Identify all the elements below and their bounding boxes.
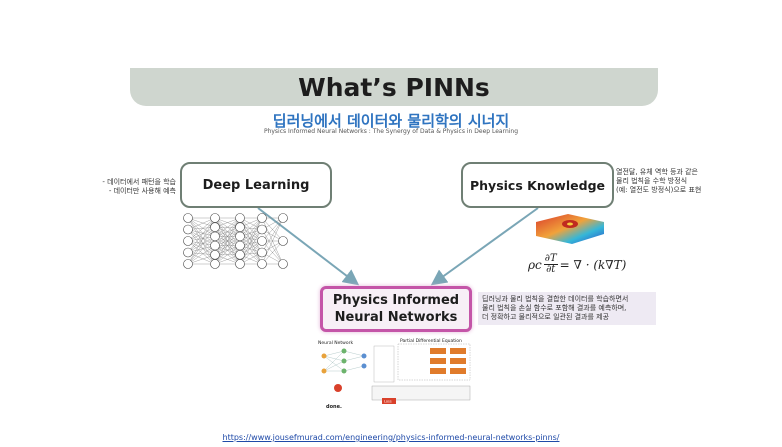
equation-coef: ρc [528, 257, 542, 272]
nn-node [210, 240, 220, 251]
nn-node [183, 213, 193, 223]
mini-nn-label: Neural Network [318, 340, 353, 346]
pinn-label-line1: Physics Informed [332, 293, 460, 308]
dl-note-line1: - 데이터에서 패턴을 학습 [102, 178, 176, 186]
page-title: What’s PINNs [298, 72, 490, 102]
nn-edge [239, 240, 263, 265]
nn-edge [261, 240, 284, 265]
mini-loss-label: Loss [384, 400, 392, 404]
nn-node [235, 222, 245, 232]
nn-edge [187, 229, 216, 265]
nn-node [235, 240, 245, 251]
nn-node [210, 250, 220, 260]
nn-edge [261, 217, 284, 242]
deep-learning-note: - 데이터에서 패턴을 학습 - 데이터만 사용해 예측 [94, 178, 176, 196]
pk-note-line2: 물리 법칙을 수학 방정식 [616, 177, 688, 185]
pinn-label-line2: Neural Networks [334, 310, 458, 325]
nn-edge [239, 227, 263, 253]
nn-node [183, 224, 193, 235]
nn-edge [261, 217, 284, 253]
nn-node [257, 259, 267, 269]
mini-nn-graph [323, 350, 365, 372]
mini-done-label: done. [326, 404, 342, 410]
nn-edge [214, 245, 241, 265]
physics-knowledge-label: Physics Knowledge [470, 177, 605, 193]
nn-node [210, 213, 220, 223]
deep-learning-label: Deep Learning [202, 177, 310, 193]
subtitle-english: Physics Informed Neural Networks : The S… [263, 128, 519, 135]
nn-edge [261, 217, 284, 265]
nn-node [257, 236, 267, 246]
equation-numerator: ∂T [543, 253, 558, 265]
source-link[interactable]: https://www.jousefmurad.com/engineering/… [222, 433, 560, 442]
nn-edge [239, 217, 263, 253]
nn-node [235, 231, 245, 242]
pinn-note-line2: 물리 법칙을 손실 함수로 포함해 결과를 예측하며, [482, 304, 627, 312]
pk-note-line3: (예: 열전도 방정식)으로 표현 [616, 186, 702, 194]
nn-edge [187, 240, 216, 255]
nn-edge [214, 217, 241, 237]
equation-denominator: ∂t [546, 264, 556, 275]
nn-edge [187, 240, 216, 265]
physics-knowledge-note: 열전달, 유체 역학 등과 같은 물리 법칙을 수학 방정식 (예: 열전도 방… [616, 168, 716, 195]
nn-node [183, 259, 193, 269]
nn-node [210, 231, 220, 242]
nn-node [235, 213, 245, 223]
nn-node [257, 247, 267, 258]
nn-edge [187, 229, 216, 255]
pinn-box: Physics Informed Neural Networks [320, 286, 472, 332]
nn-edge [214, 217, 241, 246]
nn-node [257, 224, 267, 235]
nn-node [278, 236, 288, 246]
nn-edge [187, 217, 216, 253]
nn-edge [214, 236, 241, 265]
subtitle-korean: 딥러닝에서 데이터와 물리학의 시너지 [272, 112, 510, 130]
pinn-architecture-image: Neural Network Partial Differential Equa… [314, 336, 474, 416]
nn-edge [214, 227, 241, 265]
nn-node [235, 259, 245, 269]
nn-node [210, 259, 220, 269]
nn-edge [239, 217, 263, 242]
nn-node [183, 247, 193, 258]
nn-node [278, 259, 288, 269]
nn-edge [239, 229, 263, 255]
pk-note-line1: 열전달, 유체 역학 등과 같은 [616, 168, 698, 176]
nn-node [257, 213, 267, 223]
mini-pde-label: Partial Differential Equation [400, 338, 462, 344]
nn-edge [239, 229, 263, 265]
nn-edge [187, 227, 216, 253]
nn-node [278, 213, 288, 223]
nn-node [210, 222, 220, 232]
arrow-pk-to-pinn [430, 207, 539, 286]
title-banner: What’s PINNs [130, 68, 658, 106]
dl-note-line2: - 데이터만 사용해 예측 [108, 187, 176, 195]
nn-edge [187, 227, 216, 242]
nn-edge [187, 217, 216, 242]
arrow-dl-to-pinn [257, 207, 360, 286]
nn-edge [187, 245, 216, 265]
nn-edge [187, 227, 216, 265]
pinn-note: 딥러닝과 물리 법칙을 결합한 데이터를 학습하면서 물리 법칙을 손실 함수로… [478, 292, 656, 325]
deep-learning-box: Deep Learning [180, 162, 332, 208]
nn-edge [187, 236, 216, 253]
pinn-note-line3: 더 정확하고 물리적으로 일관된 결과를 제공 [482, 313, 610, 321]
nn-edge [187, 252, 216, 265]
equation-rhs: = ∇ · (k∇T) [559, 257, 627, 272]
nn-edge [187, 229, 216, 246]
nn-edge [214, 217, 241, 255]
nn-edge [187, 236, 216, 265]
heat-distribution-image [536, 214, 604, 244]
nn-edge [239, 217, 263, 246]
pinn-note-line1: 딥러닝과 물리 법칙을 결합한 데이터를 학습하면서 [482, 295, 629, 303]
nn-edge [187, 217, 216, 230]
physics-knowledge-box: Physics Knowledge [461, 162, 614, 208]
equation-fraction: ∂T ∂t [543, 253, 558, 275]
nn-node [183, 236, 193, 246]
heat-equation: ρc ∂T ∂t = ∇ · (k∇T) [528, 254, 626, 275]
nn-node [235, 250, 245, 260]
